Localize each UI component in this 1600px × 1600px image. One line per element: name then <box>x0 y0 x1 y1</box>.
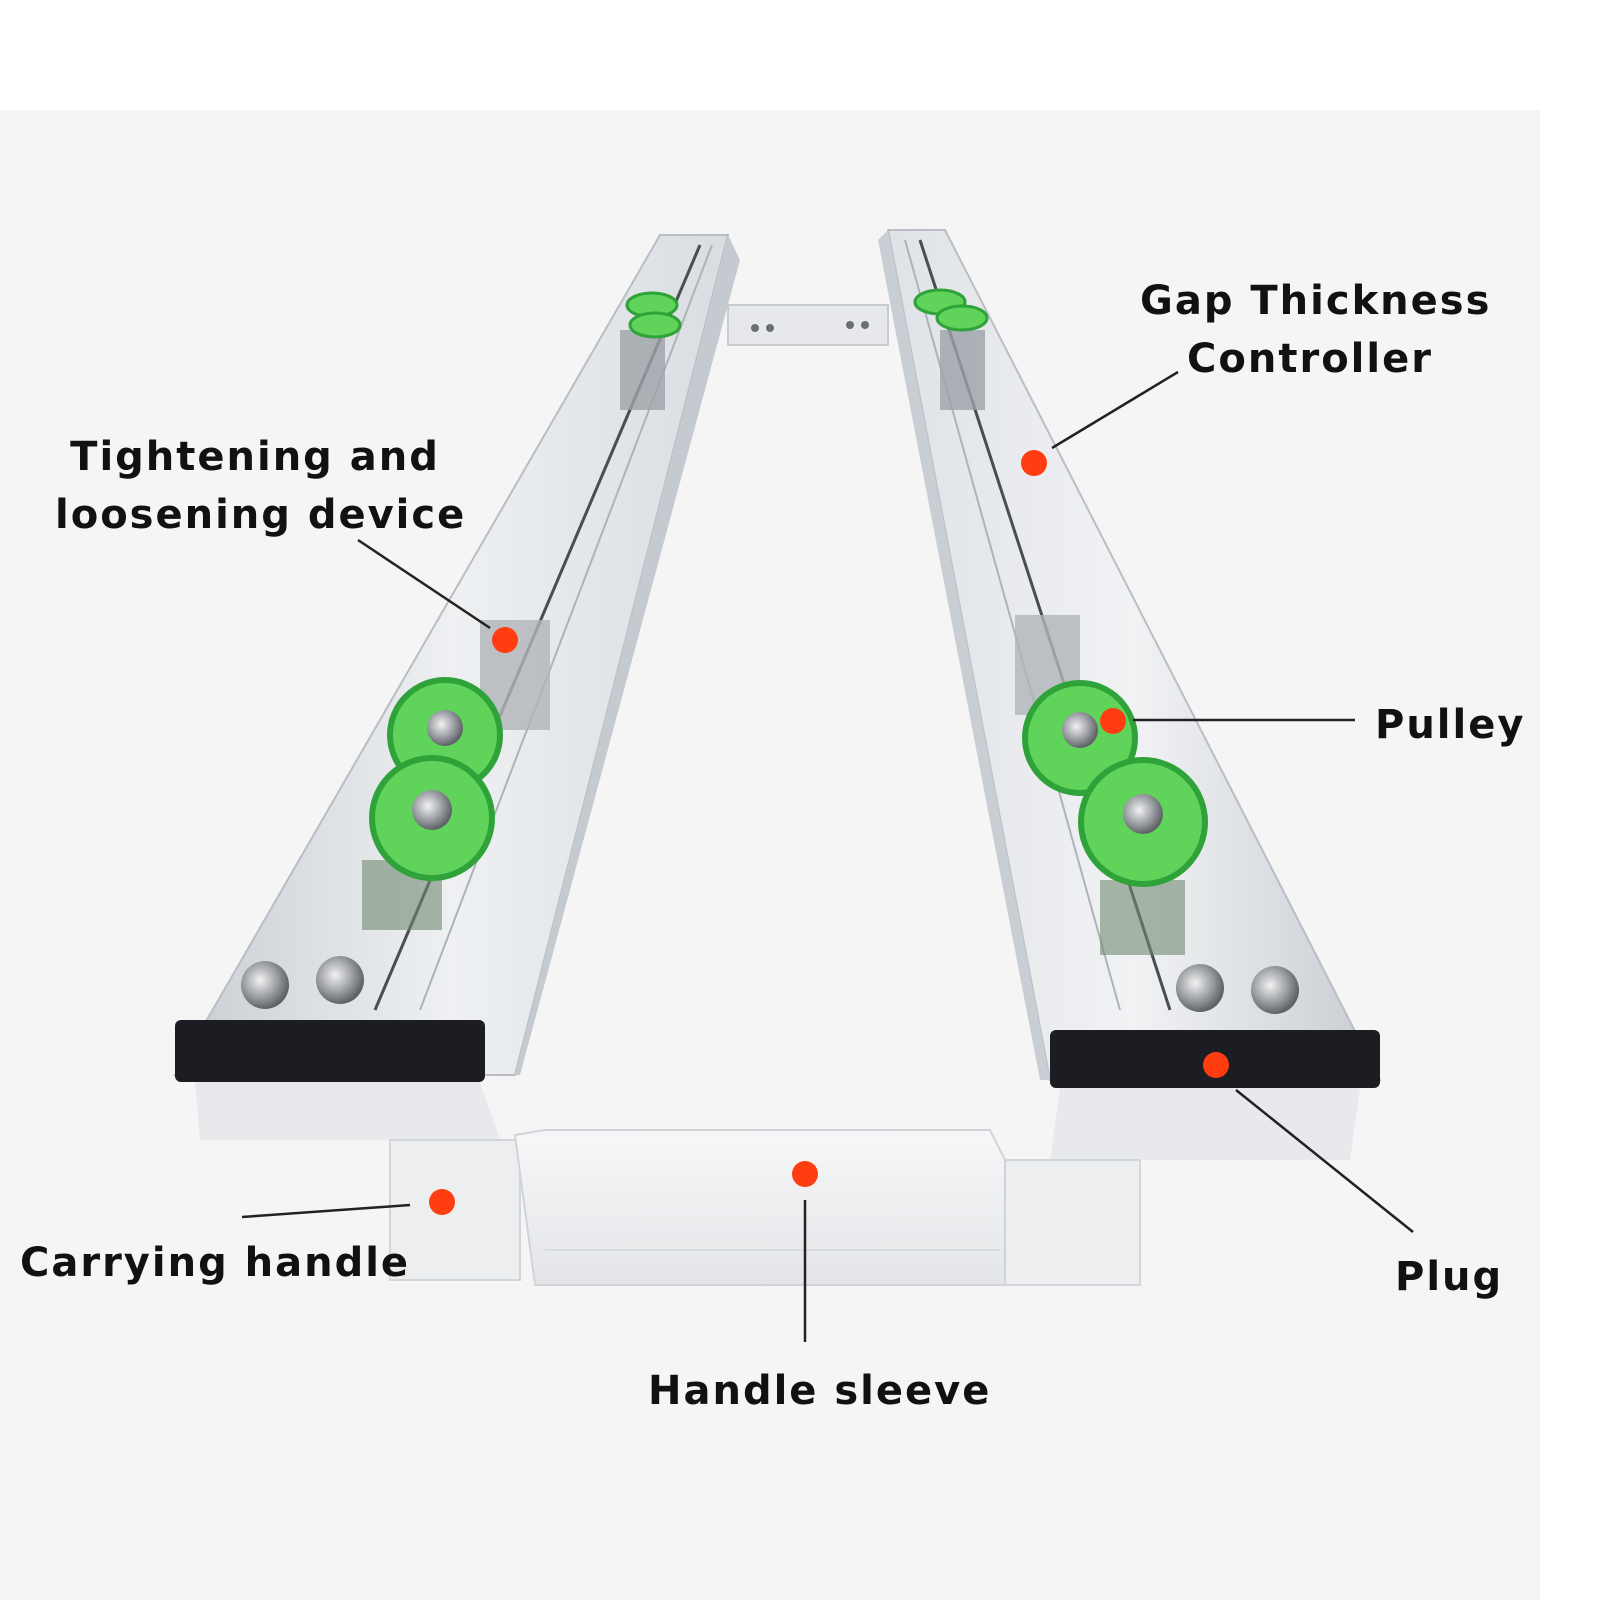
leader-gap-thickness <box>1051 370 1179 450</box>
markers <box>429 450 1229 1215</box>
screw-icon <box>316 956 364 1004</box>
marker-plug <box>1203 1052 1229 1078</box>
leader-lines <box>241 370 1414 1342</box>
leader-plug <box>1235 1089 1414 1233</box>
label-tightening-device: Tightening and loosening device <box>55 428 467 544</box>
label-handle-sleeve: Handle sleeve <box>648 1368 992 1414</box>
marker-handle-sleeve <box>792 1161 818 1187</box>
label-gap-thickness-line2: Controller <box>1187 336 1433 382</box>
marker-gap-thickness <box>1021 450 1047 476</box>
leader-carrying-handle <box>241 1203 411 1219</box>
right-handle-post <box>999 1159 1141 1286</box>
right-rail <box>878 229 1382 1286</box>
handle-sleeve-block <box>513 1129 1006 1286</box>
marker-carrying-handle <box>429 1189 455 1215</box>
label-tightening-line1: Tightening and <box>70 434 440 480</box>
wheel-icon <box>935 304 989 332</box>
left-handle-post <box>389 1139 521 1281</box>
label-plug: Plug <box>1395 1254 1504 1300</box>
screw-icon <box>1176 964 1224 1012</box>
left-rail-end-cap <box>175 1020 485 1082</box>
photo-background <box>0 110 1540 1600</box>
wheel-icon <box>628 311 682 339</box>
screw-icon <box>1251 966 1299 1014</box>
label-pulley: Pulley <box>1375 702 1526 748</box>
label-gap-thickness-controller: Gap Thickness Controller <box>1140 272 1492 388</box>
label-gap-thickness-line1: Gap Thickness <box>1140 278 1492 324</box>
label-carrying-handle: Carrying handle <box>20 1240 411 1286</box>
marker-pulley <box>1100 708 1126 734</box>
screw-icon <box>241 961 289 1009</box>
rear-bracket <box>727 304 889 346</box>
marker-tightening <box>492 627 518 653</box>
leader-tightening <box>357 538 491 630</box>
label-tightening-line2: loosening device <box>55 492 467 538</box>
left-rail <box>173 234 740 1281</box>
